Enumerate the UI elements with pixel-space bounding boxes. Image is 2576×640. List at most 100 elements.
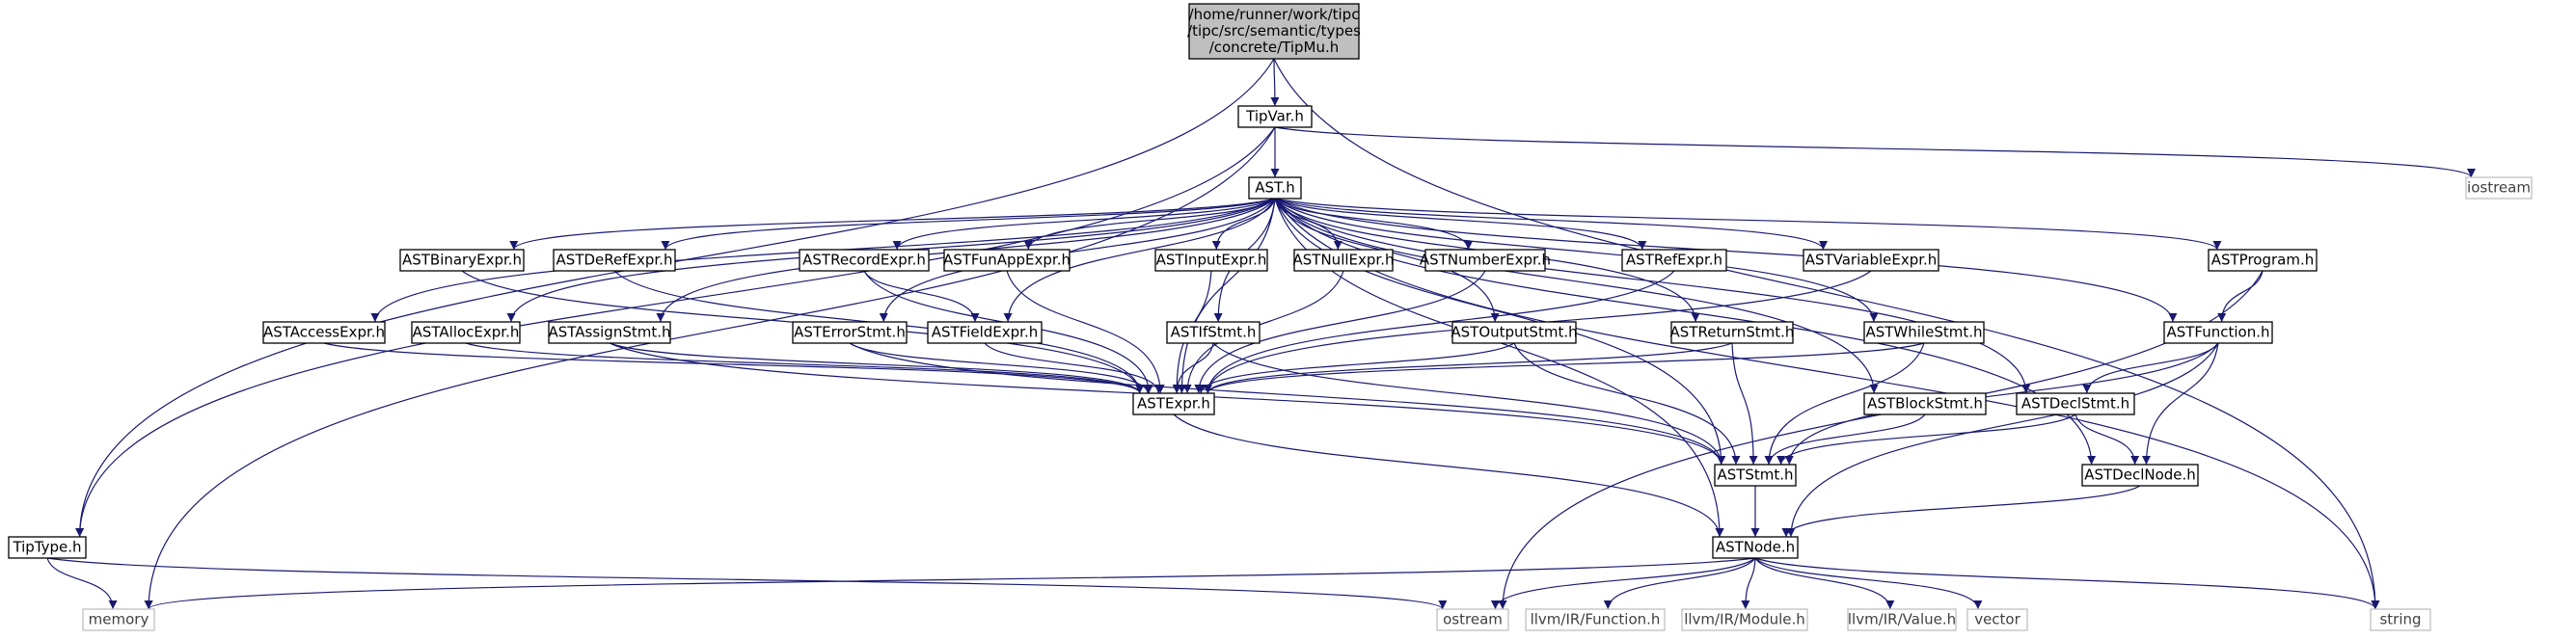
edge-assign-to-stmt (609, 342, 1726, 466)
node-llvmmod: llvm/IR/Module.h (1681, 608, 1808, 631)
node-llvmfunc: llvm/IR/Function.h (1525, 608, 1666, 631)
node-input[interactable]: ASTInputExpr.h (1154, 249, 1268, 272)
node-label: ASTAssignStmt.h (548, 324, 670, 341)
node-box (1154, 249, 1268, 272)
node-box (2081, 464, 2199, 487)
node-expr[interactable]: ASTExpr.h (1132, 392, 1215, 415)
edge-block-to-stmt (1764, 413, 1926, 466)
node-label: ASTOutputStmt.h (1451, 324, 1577, 341)
node-box (1424, 249, 1546, 272)
node-error[interactable]: ASTErrorStmt.h (792, 321, 908, 344)
edge-astnode-to-string (1754, 557, 2380, 610)
node-while[interactable]: ASTWhileStmt.h (1863, 321, 1985, 344)
node-label: llvm/IR/Module.h (1684, 611, 1805, 628)
node-llvmval: llvm/IR/Value.h (1847, 608, 1957, 631)
node-label: TipType.h (12, 539, 81, 556)
node-block[interactable]: ASTBlockStmt.h (1863, 392, 1987, 415)
node-ostream: ostream (1436, 608, 1509, 631)
node-function[interactable]: ASTFunction.h (2163, 321, 2273, 344)
node-label: /tipc/src/semantic/types (1187, 22, 1361, 40)
node-tipvar[interactable]: TipVar.h (1237, 105, 1313, 128)
edge-declnode-to-astnode (1781, 485, 2141, 538)
node-label: /home/runner/work/tipc (1189, 6, 1360, 23)
node-assign[interactable]: ASTAssignStmt.h (548, 321, 671, 344)
node-box (1714, 464, 1797, 487)
node-ast[interactable]: AST.h (1248, 176, 1302, 200)
node-box (943, 249, 1071, 272)
node-funapp[interactable]: ASTFunAppExpr.h (943, 249, 1071, 272)
node-ref[interactable]: ASTRefExpr.h (1621, 249, 1727, 272)
node-box (1451, 321, 1577, 344)
node-root[interactable]: /home/runner/work/tipc/tipc/src/semantic… (1187, 3, 1361, 60)
node-label: ASTFieldExpr.h (932, 324, 1039, 341)
node-label: /concrete/TipMu.h (1209, 39, 1340, 56)
node-box (1712, 536, 1799, 559)
node-null[interactable]: ASTNullExpr.h (1293, 249, 1395, 272)
edge-decl-to-declnode (2074, 413, 2140, 466)
node-access[interactable]: ASTAccessExpr.h (262, 321, 386, 344)
node-box (1863, 321, 1985, 344)
file-nodes: /home/runner/work/tipc/tipc/src/semantic… (8, 3, 2533, 631)
node-tiptype[interactable]: TipType.h (8, 536, 87, 559)
edge-while-to-stmt (1764, 342, 1925, 466)
node-program[interactable]: ASTProgram.h (2208, 249, 2318, 272)
node-variable[interactable]: ASTVariableExpr.h (1803, 249, 1939, 272)
edge-ref-to-expr (1203, 270, 1675, 394)
node-box (548, 321, 671, 344)
node-label: ASTExpr.h (1137, 395, 1210, 413)
node-box (927, 321, 1043, 344)
edge-ast-to-stmt (1274, 198, 1726, 466)
edge-ast-to-field (1003, 198, 1276, 323)
node-alloc[interactable]: ASTAllocExpr.h (411, 321, 521, 344)
node-box (1237, 105, 1313, 128)
node-declnode[interactable]: ASTDeclNode.h (2081, 464, 2199, 487)
node-box (2208, 249, 2318, 272)
node-label: llvm/IR/Function.h (1531, 611, 1661, 628)
edge-return-to-stmt (1731, 342, 1758, 466)
edge-ast-to-access (370, 198, 1276, 323)
edge-tiptype-to-memory (46, 557, 118, 610)
node-iostream: iostream (2465, 176, 2533, 200)
node-label: vector (1974, 611, 2020, 628)
edge-astnode-to-vector (1754, 557, 1983, 610)
node-label: ASTStmt.h (1717, 467, 1793, 484)
node-deref[interactable]: ASTDeRefExpr.h (553, 249, 676, 272)
node-decl[interactable]: ASTDeclStmt.h (2016, 392, 2135, 415)
edge-ast-to-string (1274, 198, 2380, 610)
edge-astnode-to-ostream (1491, 557, 1756, 610)
node-return[interactable]: ASTReturnStmt.h (1670, 321, 1795, 344)
edge-ast-to-program (1274, 198, 2222, 251)
node-label: ASTDeclStmt.h (2021, 395, 2129, 413)
node-astnode[interactable]: ASTNode.h (1712, 536, 1799, 559)
node-label: ASTIfStmt.h (1171, 324, 1257, 341)
edge-return-to-expr (1203, 342, 1733, 394)
node-label: ASTDeRefExpr.h (556, 252, 673, 269)
node-box (82, 608, 155, 631)
node-field[interactable]: ASTFieldExpr.h (927, 321, 1043, 344)
edge-output-to-expr (1196, 342, 1515, 394)
node-if[interactable]: ASTIfStmt.h (1166, 321, 1261, 344)
edge-assign-to-expr (609, 342, 1145, 394)
node-output[interactable]: ASTOutputStmt.h (1451, 321, 1578, 344)
edge-while-to-expr (1203, 342, 1925, 394)
edge-ast-to-input (1211, 198, 1276, 251)
node-label: ASTInputExpr.h (1156, 252, 1267, 269)
node-label: ASTReturnStmt.h (1670, 324, 1795, 341)
node-record[interactable]: ASTRecordExpr.h (799, 249, 930, 272)
node-number[interactable]: ASTNumberExpr.h (1420, 249, 1551, 272)
node-box (553, 249, 676, 272)
edge-ast-to-variable (1274, 198, 1828, 251)
node-box (1847, 608, 1957, 631)
edge-astnode-to-llvmval (1754, 557, 1895, 610)
edge-tipvar-to-tiptype (75, 126, 1276, 538)
edge-root-to-tipvar (1270, 58, 1280, 107)
edge-root-to-tiptype (75, 58, 1275, 538)
node-stmt[interactable]: ASTStmt.h (1714, 464, 1797, 487)
node-binary[interactable]: ASTBinaryExpr.h (399, 249, 525, 272)
node-label: ostream (1443, 611, 1503, 628)
node-box (1293, 249, 1394, 272)
node-label: ASTRefExpr.h (1626, 252, 1722, 269)
edge-funapp-to-expr (1006, 270, 1165, 394)
node-box (1803, 249, 1939, 272)
